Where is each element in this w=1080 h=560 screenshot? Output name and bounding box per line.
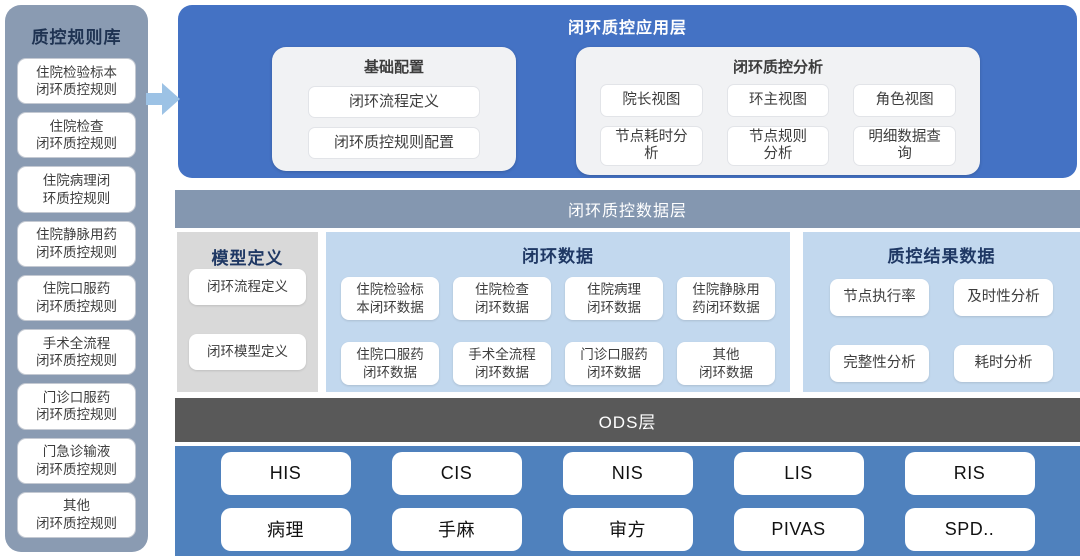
- loop-data-grid: 住院检验标 本闭环数据 住院检查 闭环数据 住院病理 闭环数据 住院静脉用 药闭…: [326, 267, 790, 385]
- ods-system-pivas: PIVAS: [733, 507, 864, 551]
- arrow-right-icon: [146, 83, 180, 115]
- ods-system-cis: CIS: [391, 451, 522, 495]
- btn-dean-view: 院长视图: [600, 84, 703, 117]
- data-inpatient-oral-drug: 住院口服药 闭环数据: [341, 342, 439, 385]
- btn-role-view: 角色视图: [853, 84, 956, 117]
- data-outpatient-oral-drug: 门诊口服药 闭环数据: [565, 342, 663, 385]
- data-surgery-flow: 手术全流程 闭环数据: [453, 342, 551, 385]
- ods-system-his: HIS: [220, 451, 351, 495]
- btn-loop-process-definition-model: 闭环流程定义: [189, 269, 306, 305]
- result-timeliness-analysis: 及时性分析: [954, 279, 1053, 316]
- basic-config-title: 基础配置: [363, 59, 424, 76]
- rule-item-surgery-flow: 手术全流程 闭环质控规则: [17, 329, 136, 376]
- app-layer: 闭环质控应用层 基础配置 闭环流程定义 闭环质控规则配置 闭环质控分析 院长视图…: [178, 5, 1077, 178]
- qc-analysis-panel: 闭环质控分析 院长视图 环主视图 角色视图 节点耗时分 析 节点规则 分析 明细…: [576, 47, 980, 175]
- btn-loop-model-definition: 闭环模型定义: [189, 334, 306, 370]
- btn-loop-owner-view: 环主视图: [726, 84, 830, 117]
- btn-node-time-analysis: 节点耗时分 析: [600, 126, 703, 166]
- data-inpatient-specimen: 住院检验标 本闭环数据: [341, 277, 439, 320]
- rule-item-inpatient-iv-drug: 住院静脉用药 闭环质控规则: [17, 220, 136, 267]
- qc-result-data-section: 质控结果数据 节点执行率 及时性分析 完整性分析 耗时分析: [803, 232, 1080, 392]
- qc-result-grid: 节点执行率 及时性分析 完整性分析 耗时分析: [803, 267, 1080, 382]
- ods-system-lis: LIS: [733, 451, 864, 495]
- loop-data-section: 闭环数据 住院检验标 本闭环数据 住院检查 闭环数据 住院病理 闭环数据 住院静…: [326, 232, 790, 392]
- result-node-execution-rate: 节点执行率: [830, 279, 929, 316]
- qc-rule-library-title: 质控规则库: [31, 28, 122, 47]
- result-time-cost-analysis: 耗时分析: [954, 345, 1053, 382]
- ods-systems-grid: HIS CIS NIS LIS RIS 病理 手麻 审方 PIVAS SPD..: [175, 446, 1080, 556]
- ods-system-anesthesia: 手麻: [391, 507, 522, 551]
- ods-system-nis: NIS: [562, 451, 693, 495]
- qc-analysis-grid: 院长视图 环主视图 角色视图 节点耗时分 析 节点规则 分析 明细数据查 询: [576, 77, 980, 166]
- btn-detail-data-query: 明细数据查 询: [853, 126, 956, 166]
- data-inpatient-pathology: 住院病理 闭环数据: [565, 277, 663, 320]
- ods-system-pathology: 病理: [220, 507, 351, 551]
- loop-data-title: 闭环数据: [522, 247, 594, 266]
- rule-item-inpatient-exam: 住院检查 闭环质控规则: [17, 112, 136, 159]
- rule-item-inpatient-pathology: 住院病理闭 环质控规则: [17, 166, 136, 213]
- qc-analysis-title: 闭环质控分析: [732, 59, 823, 76]
- rule-item-inpatient-oral-drug: 住院口服药 闭环质控规则: [17, 274, 136, 322]
- rule-item-inpatient-specimen: 住院检验标本 闭环质控规则: [17, 58, 136, 105]
- qc-result-data-title: 质控结果数据: [887, 247, 996, 266]
- rule-item-other: 其他 闭环质控规则: [17, 491, 136, 538]
- qc-rule-list: 住院检验标本 闭环质控规则 住院检查 闭环质控规则 住院病理闭 环质控规则 住院…: [17, 58, 136, 538]
- basic-config-panel: 基础配置 闭环流程定义 闭环质控规则配置: [272, 47, 516, 171]
- ods-layer-header: ODS层: [175, 398, 1080, 442]
- ods-system-ris: RIS: [904, 451, 1035, 495]
- btn-node-rule-analysis: 节点规则 分析: [726, 126, 830, 166]
- app-layer-title: 闭环质控应用层: [567, 20, 687, 37]
- btn-loop-qc-rule-config: 闭环质控规则配置: [308, 127, 480, 159]
- rule-item-er-infusion: 门急诊输液 闭环质控规则: [17, 437, 136, 484]
- data-layer-header: 闭环质控数据层: [175, 190, 1080, 228]
- result-completeness-analysis: 完整性分析: [830, 345, 929, 382]
- qc-rule-library-panel: 质控规则库 住院检验标本 闭环质控规则 住院检查 闭环质控规则 住院病理闭 环质…: [5, 5, 148, 552]
- data-inpatient-exam: 住院检查 闭环数据: [453, 277, 551, 320]
- ods-system-spd: SPD..: [904, 507, 1035, 551]
- rule-item-outpatient-oral-drug: 门诊口服药 闭环质控规则: [17, 383, 136, 430]
- btn-loop-process-definition: 闭环流程定义: [308, 86, 480, 118]
- data-other: 其他 闭环数据: [677, 342, 775, 385]
- ods-system-prescription-review: 审方: [562, 507, 693, 551]
- model-definition-title: 模型定义: [211, 249, 284, 268]
- model-definition-section: 模型定义 闭环流程定义 闭环模型定义: [177, 232, 318, 392]
- data-inpatient-iv-drug: 住院静脉用 药闭环数据: [677, 277, 775, 320]
